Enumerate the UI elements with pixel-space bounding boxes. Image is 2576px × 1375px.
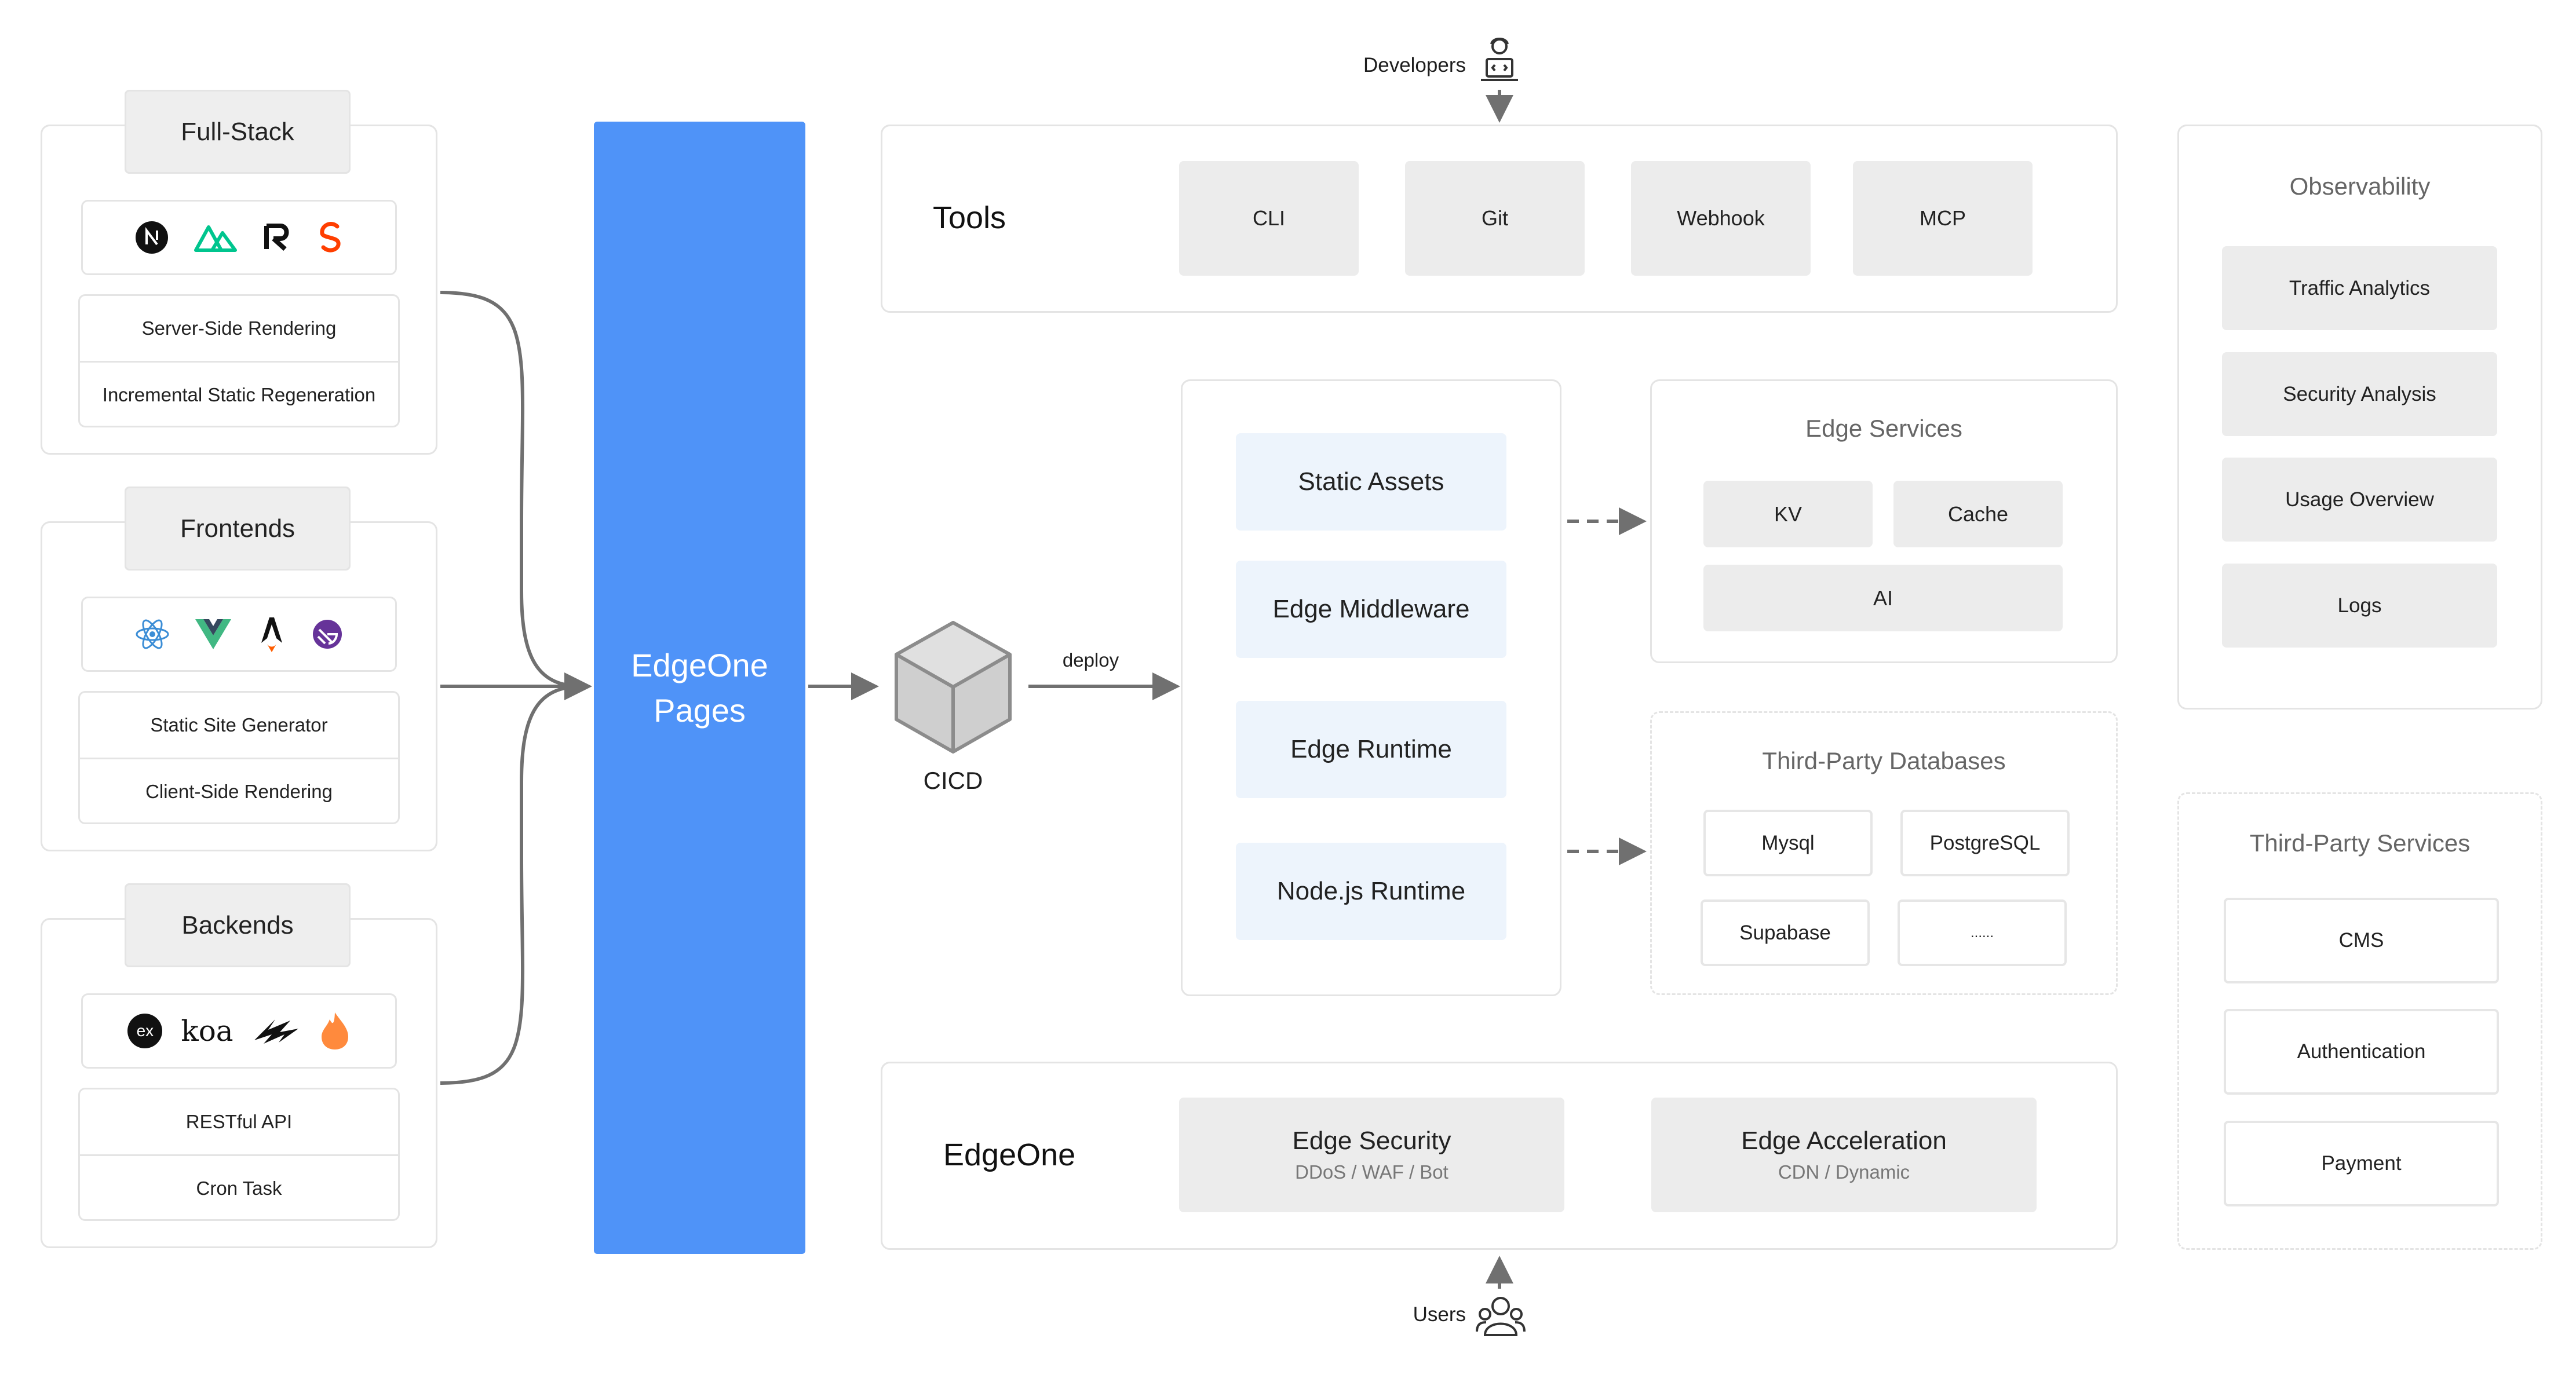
nuxt-icon [194,225,237,252]
developers-label: Developers [1363,54,1466,76]
list-item: Server-Side Rendering [141,317,337,339]
frontends-icon-row [81,597,397,672]
edge-services-title: Edge Services [1805,415,1962,442]
pages-title-line2: Pages [654,692,746,729]
edge-security-title: Edge Security [1292,1127,1451,1155]
koa-icon: koa [181,1014,233,1048]
fullstack-connector [440,291,583,688]
svelte-icon [319,222,341,253]
frontends-tab: Frontends [125,487,351,571]
tools-title: Tools [933,200,1006,235]
traffic-analytics-item[interactable]: Traffic Analytics [2222,246,2497,330]
users-label: Users [1413,1303,1466,1326]
db-supabase: Supabase [1701,899,1870,966]
users-icon [1476,1297,1526,1336]
cache-box: Cache [1893,481,2063,547]
backends-list: RESTful API Cron Task [78,1088,400,1221]
nextjs-icon [135,221,168,254]
express-icon: ex [127,1014,163,1048]
frontends-list: Static Site Generator Client-Side Render… [78,691,400,824]
db-more: ...... [1898,899,2067,966]
cicd-label: CICD [923,767,983,794]
edge-runtime-box: Edge Runtime [1236,701,1506,798]
logs-item[interactable]: Logs [2222,564,2497,648]
cube-icon [895,621,1012,754]
list-item: Client-Side Rendering [80,758,398,824]
static-assets-box: Static Assets [1236,433,1506,531]
pages-title-line1: EdgeOne [631,646,768,683]
third-party-db-title: Third-Party Databases [1762,747,2006,774]
fullstack-icon-row [81,200,397,275]
ai-box: AI [1703,565,2063,631]
edge-acceleration-title: Edge Acceleration [1741,1127,1947,1155]
security-analysis-item[interactable]: Security Analysis [2222,352,2497,436]
react-icon [136,619,169,649]
db-mysql: Mysql [1703,810,1873,876]
gatsby-icon [312,620,342,649]
hono-icon [254,1019,298,1044]
list-item: Cron Task [80,1154,398,1221]
developer-icon [1481,38,1518,81]
list-item: Static Site Generator [150,714,328,736]
astro-icon [261,617,282,652]
edge-middleware-box: Edge Middleware [1236,561,1506,658]
edgeone-title: EdgeOne [943,1138,1076,1172]
backends-icon-row: ex koa [81,993,397,1069]
edge-acceleration-sub: CDN / Dynamic [1778,1161,1910,1183]
service-cms: CMS [2224,898,2499,983]
backends-tab: Backends [125,883,351,967]
tool-webhook[interactable]: Webhook [1631,161,1811,276]
edge-security-box: Edge Security DDoS / WAF / Bot [1179,1098,1564,1212]
edge-acceleration-box: Edge Acceleration CDN / Dynamic [1651,1098,2037,1212]
nodejs-runtime-box: Node.js Runtime [1236,843,1506,940]
tool-mcp[interactable]: MCP [1853,161,2033,276]
tool-git[interactable]: Git [1405,161,1585,276]
kv-box: KV [1703,481,1873,547]
vue-icon [195,619,231,649]
service-authentication: Authentication [2224,1009,2499,1095]
service-payment: Payment [2224,1121,2499,1206]
fullstack-tab: Full-Stack [125,90,351,174]
edge-security-sub: DDoS / WAF / Bot [1295,1161,1448,1183]
observability-title: Observability [2289,173,2431,200]
list-item: RESTful API [185,1111,293,1132]
fullstack-list: Server-Side Rendering Incremental Static… [78,294,400,427]
backends-connector [440,685,583,1085]
remix-icon [264,224,289,251]
usage-overview-item[interactable]: Usage Overview [2222,458,2497,542]
list-item: Incremental Static Regeneration [80,361,398,427]
tool-cli[interactable]: CLI [1179,161,1359,276]
db-postgresql: PostgreSQL [1900,810,2070,876]
deploy-label: deploy [1062,649,1119,671]
firebase-icon [321,1012,348,1049]
edgeone-pages-block: EdgeOne Pages [594,122,805,1254]
third-party-services-title: Third-Party Services [2249,829,2471,857]
